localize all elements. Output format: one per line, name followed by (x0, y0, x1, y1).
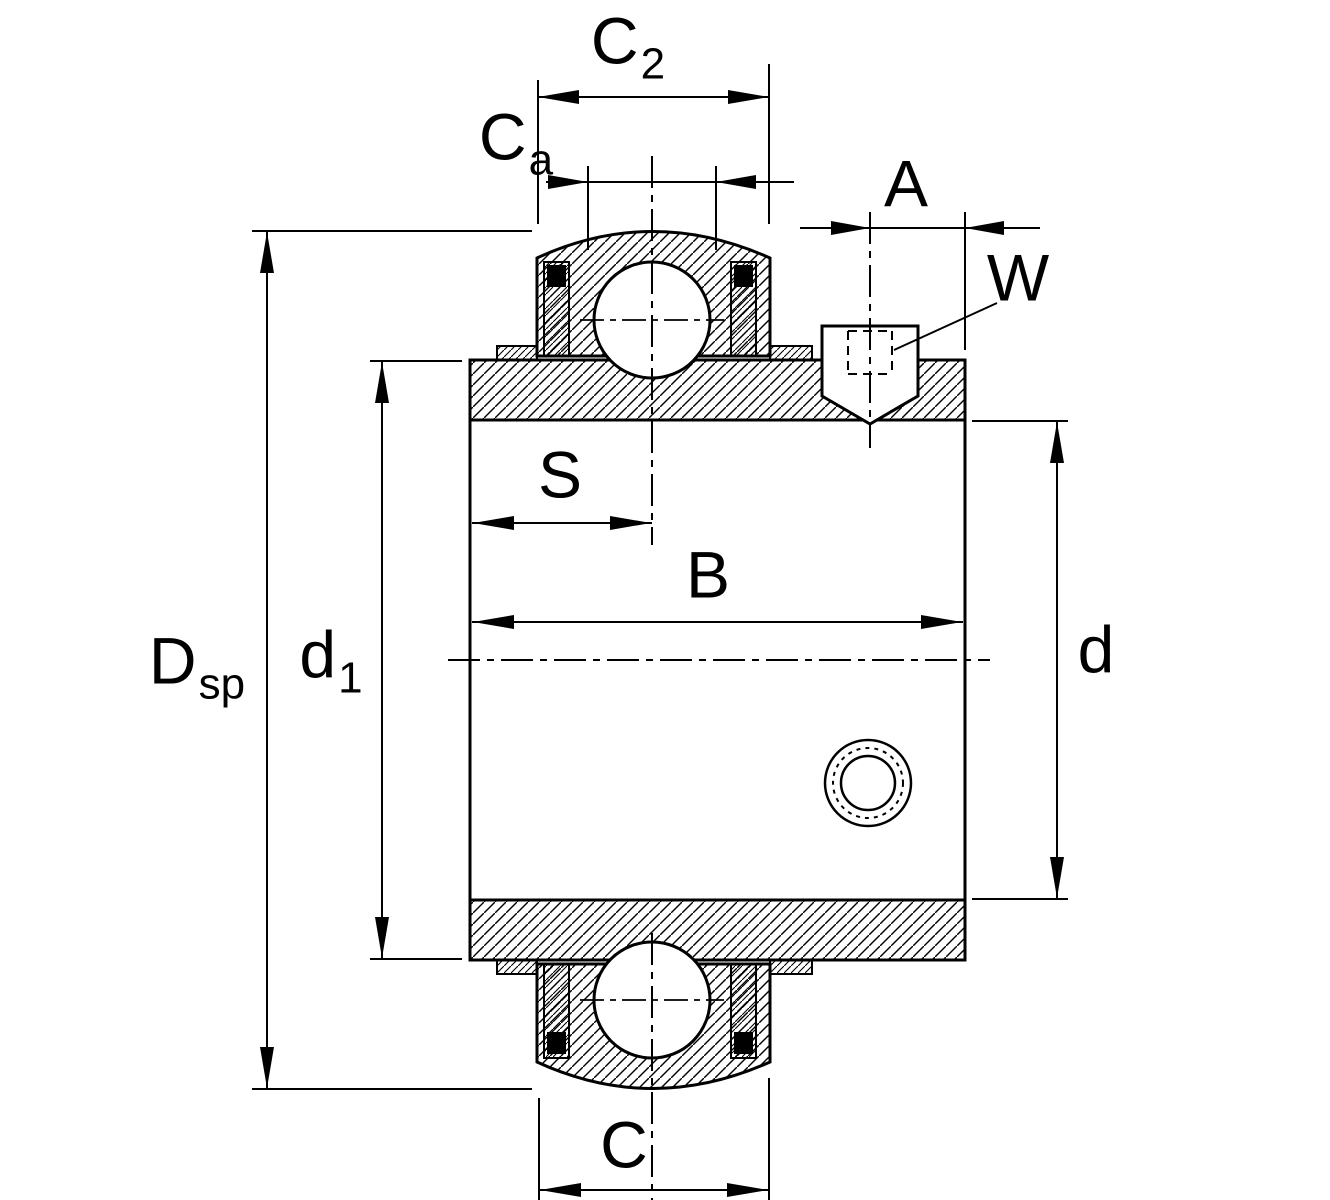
label-main: W (986, 240, 1050, 315)
seal-lip-bottom-right (734, 1032, 753, 1054)
label-main: d (1077, 612, 1115, 687)
dim-b (472, 615, 963, 629)
dim-c2 (537, 64, 770, 224)
dim-label-w: W (987, 245, 1051, 324)
label-sub: a (528, 135, 554, 185)
dim-label-d: d (1078, 617, 1117, 696)
dim-d1 (370, 360, 462, 960)
label-main: D (148, 623, 197, 698)
seal-lip-bottom-left (547, 1032, 566, 1054)
inner-ring-bottom-section (470, 900, 965, 960)
label-main: C (478, 99, 527, 174)
label-main: B (685, 537, 731, 612)
dim-a (800, 212, 1040, 350)
label-main: A (883, 146, 929, 221)
label-sub: 2 (640, 39, 666, 89)
dim-w-leader (893, 302, 998, 351)
dim-label-d1: d1 (299, 622, 362, 701)
dim-s (472, 516, 652, 530)
seals (543, 261, 757, 1059)
dim-label-b: B (686, 542, 732, 621)
outer-ring-ear-left-bottom (496, 959, 538, 975)
label-main: C (590, 3, 639, 78)
label-main: d (299, 617, 337, 692)
outer-ring-ear-right-top (769, 345, 813, 361)
label-main: C (600, 1107, 648, 1182)
centerlines (448, 156, 990, 1200)
label-main: S (537, 437, 583, 512)
dim-label-c: C (600, 1112, 650, 1191)
dim-d (972, 420, 1068, 900)
outer-ring-ear-right-bottom (769, 959, 813, 975)
seal-lip-top-right (734, 265, 753, 287)
seal-lip-top-left (547, 265, 566, 287)
dim-dsp (252, 230, 532, 1090)
dim-label-ca: Ca (479, 104, 553, 183)
dim-label-c2: C2 (591, 8, 665, 87)
dim-ca (546, 166, 794, 250)
outer-ring-ear-left-top (496, 345, 538, 361)
dim-c (538, 1078, 770, 1200)
dim-label-a: A (884, 151, 930, 230)
dim-label-dsp: Dsp (149, 628, 245, 707)
label-sub: 1 (338, 653, 363, 703)
dim-label-s: S (538, 442, 584, 521)
lubrication-hole (823, 738, 913, 828)
label-sub: sp (198, 659, 246, 709)
